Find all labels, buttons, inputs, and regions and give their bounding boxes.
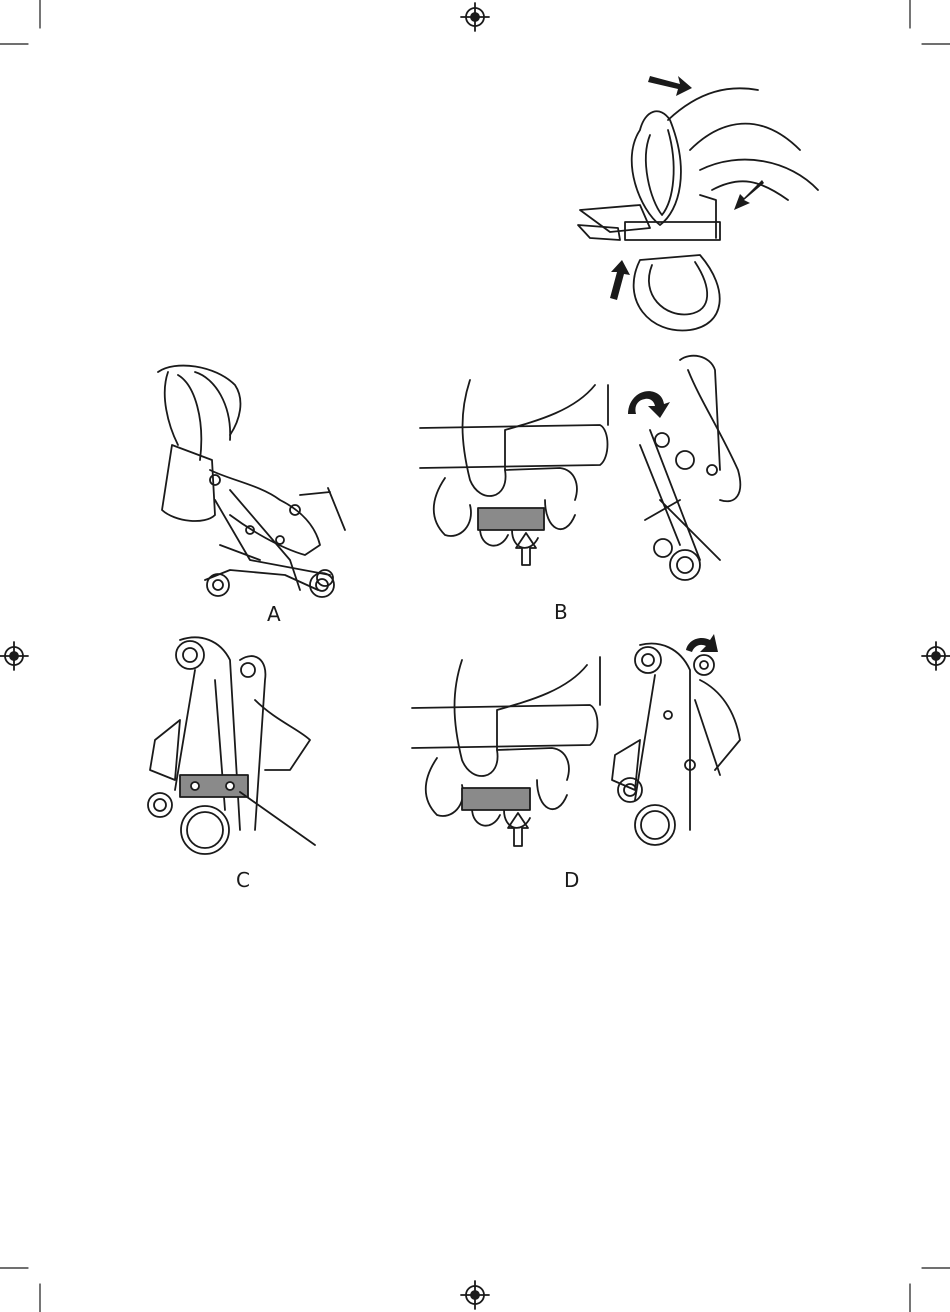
arrow-up-icon — [610, 260, 630, 300]
registration-mark-bottom-icon — [461, 1281, 489, 1309]
hand-release-button-illustration-b — [420, 380, 608, 565]
arrow-right-down-icon — [648, 76, 692, 96]
registration-mark-top-icon — [461, 3, 489, 31]
registration-mark-left-icon — [0, 642, 28, 670]
figure-label-c: C — [236, 870, 250, 890]
folded-stroller-illustration-d — [612, 644, 740, 845]
registration-mark-right-icon — [922, 642, 950, 670]
hand-release-button-illustration-d — [412, 657, 600, 846]
curved-arrow-clockwise-icon-b — [628, 391, 670, 418]
curved-arrow-clockwise-icon-d — [686, 634, 718, 652]
open-stroller-illustration — [158, 366, 345, 597]
arrow-left-down-icon — [734, 180, 764, 210]
figure-label-b: B — [554, 602, 568, 622]
figure-label-a: A — [267, 604, 281, 624]
folded-stroller-illustration-c — [148, 637, 315, 854]
partially-folded-stroller-illustration-b — [640, 356, 740, 580]
figure-label-d: D — [564, 870, 579, 890]
